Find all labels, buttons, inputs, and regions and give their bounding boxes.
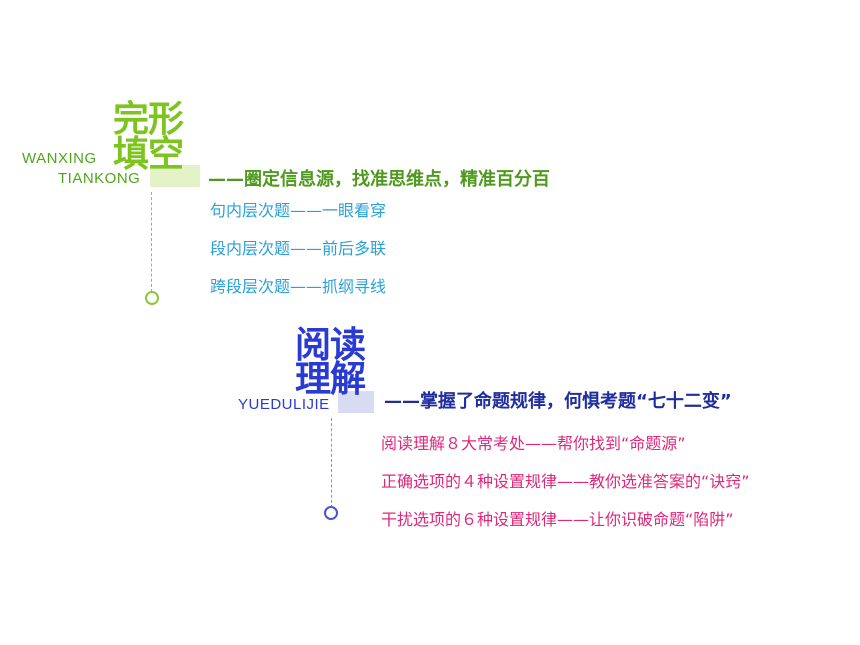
reading-title-line2: 理解 [295, 359, 366, 400]
cloze-pinyin-line1: WANXING [22, 150, 97, 167]
cloze-connector-line [151, 192, 152, 292]
reading-subtitle: ——掌握了命题规律，何惧考题“七十二变” [384, 391, 732, 412]
cloze-item-1: 句内层次题——一眼看穿 [210, 201, 387, 220]
reading-pinyin: YUEDULIJIE [238, 396, 330, 413]
cloze-title-highlight [150, 165, 200, 187]
cloze-pinyin-line2: TIANKONG [58, 170, 141, 187]
reading-item-1: 阅读理解８大常考处——帮你找到“命题源” [381, 434, 686, 453]
reading-connector-dot [324, 506, 338, 520]
cloze-item-2: 段内层次题——前后多联 [210, 239, 387, 258]
cloze-item-3: 跨段层次题——抓纲寻线 [210, 277, 387, 296]
reading-item-2: 正确选项的４种设置规律——教你选准答案的“诀窍” [381, 472, 750, 491]
cloze-title-line2: 填空 [113, 134, 184, 175]
reading-connector-line [331, 418, 332, 508]
cloze-connector-dot [145, 291, 159, 305]
cloze-title-line1: 完形 [113, 99, 184, 140]
reading-title-line1: 阅读 [295, 325, 366, 366]
reading-item-3: 干扰选项的６种设置规律——让你识破命题“陷阱” [381, 510, 734, 529]
cloze-subtitle: ——圈定信息源，找准思维点，精准百分百 [208, 169, 550, 190]
reading-title-highlight [338, 391, 374, 413]
